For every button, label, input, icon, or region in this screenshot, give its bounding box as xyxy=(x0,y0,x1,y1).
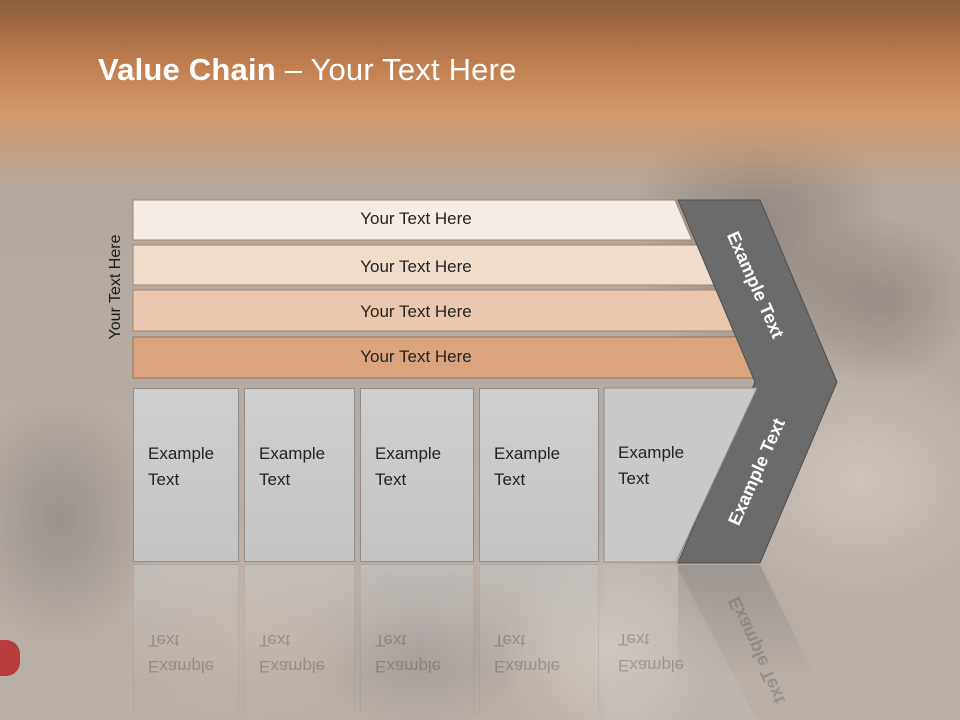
box-5-reflection-text-holder: Example Text xyxy=(604,564,684,714)
activity-box-2[interactable]: Example Text xyxy=(244,388,355,562)
row-label-1: Your Text Here xyxy=(360,209,472,228)
background-red-detail xyxy=(0,640,20,676)
row-label-3: Your Text Here xyxy=(360,302,472,321)
box-4-text: Example Text xyxy=(494,444,561,489)
box-5-reflection xyxy=(604,565,757,720)
row-label-4: Your Text Here xyxy=(360,347,472,366)
box-4-reflection-text: Example Text xyxy=(494,631,561,676)
box-1-reflection-text: Example Text xyxy=(148,631,215,676)
chevron-reflection xyxy=(678,565,837,720)
box-2-reflection: Example Text xyxy=(244,564,355,714)
slide-title[interactable]: Value Chain – Your Text Here xyxy=(98,52,517,88)
box-2-text: Example Text xyxy=(259,444,326,489)
box-5-shape[interactable] xyxy=(603,387,758,563)
box-5-text: Example Text xyxy=(618,443,685,488)
row-bar-1[interactable] xyxy=(132,199,693,241)
row-label-2: Your Text Here xyxy=(360,257,472,276)
box-1-reflection: Example Text xyxy=(133,564,239,714)
box-4-reflection: Example Text xyxy=(479,564,599,714)
box-3-text: Example Text xyxy=(375,444,442,489)
title-bold-part: Value Chain xyxy=(98,52,276,87)
box-3-reflection: Example Text xyxy=(360,564,474,714)
activity-box-4[interactable]: Example Text xyxy=(479,388,599,562)
activity-box-3[interactable]: Example Text xyxy=(360,388,474,562)
box-5-reflection-text: Example Text xyxy=(618,630,685,675)
box-1-text: Example Text xyxy=(148,444,215,489)
activity-box-5-text-holder: Example Text xyxy=(604,388,704,562)
activity-box-1[interactable]: Example Text xyxy=(133,388,239,562)
title-band xyxy=(0,0,960,190)
title-rest-part: – Your Text Here xyxy=(275,52,517,87)
box-3-reflection-text: Example Text xyxy=(375,631,442,676)
box-2-reflection-text: Example Text xyxy=(259,631,326,676)
